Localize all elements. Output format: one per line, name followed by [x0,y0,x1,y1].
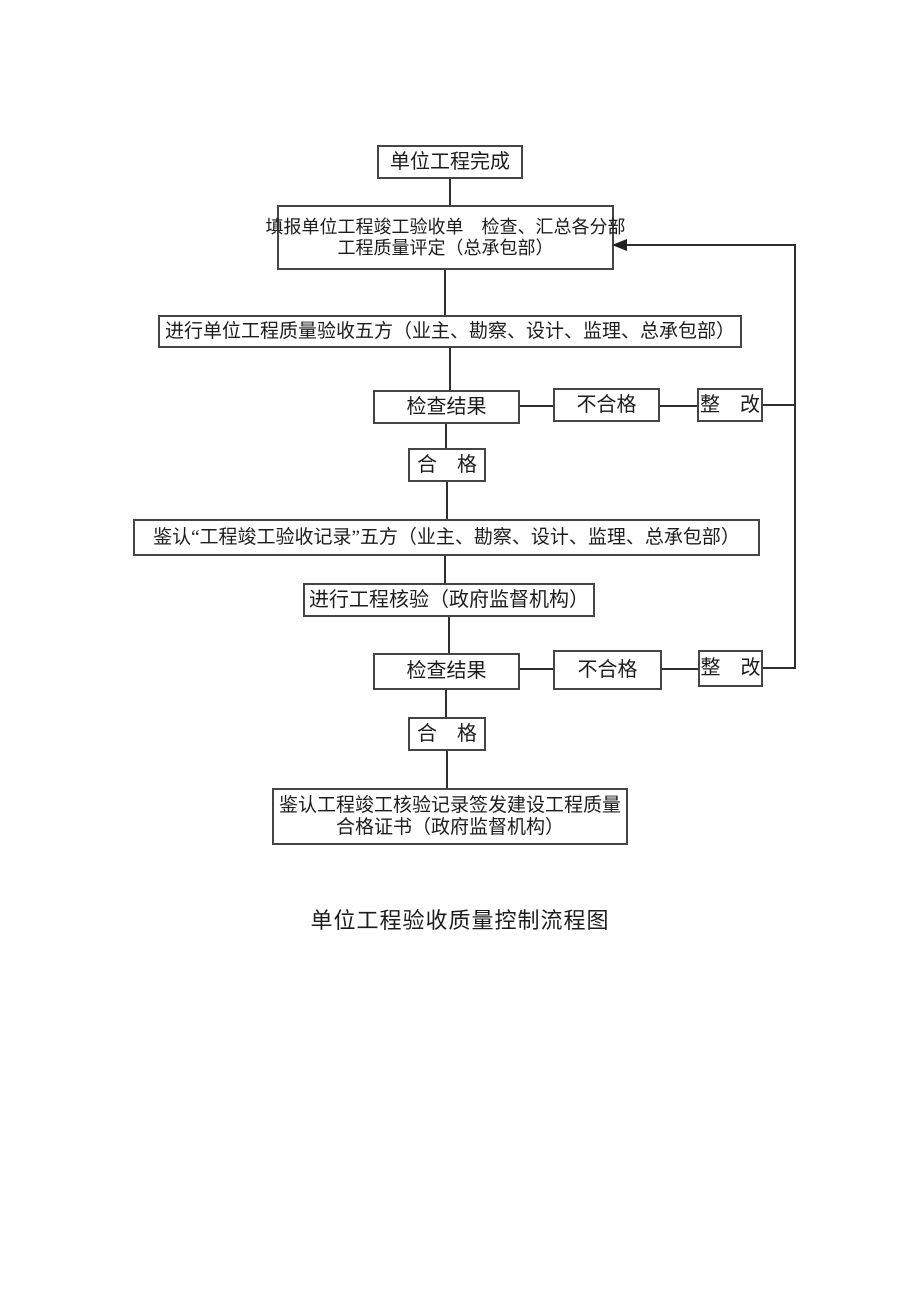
connector-fail1-to-rectify1 [660,405,697,407]
node-unit-quality-acceptance-five-parties: 进行单位工程质量验收五方（业主、勘察、设计、监理、总承包部） [158,315,742,348]
connector-verify-to-check2 [448,617,450,653]
connector-fail2-to-rectify2 [662,668,698,670]
node-sign-completion-acceptance-record: 鉴认“工程竣工验收记录”五方（业主、勘察、设计、监理、总承包部） [133,519,760,556]
connector-check2-to-pass2 [445,690,447,717]
node-fill-acceptance-form-line1: 填报单位工程竣工验收单 检查、汇总各分部 [265,216,626,237]
node-issue-quality-certificate: 鉴认工程竣工核验记录签发建设工程质量 合格证书（政府监督机构） [272,788,628,845]
connector-rectify2-to-feedback [763,667,796,669]
connector-check2-to-fail2 [520,668,553,670]
node-rectify-1: 整 改 [697,388,763,422]
node-issue-quality-certificate-line2: 合格证书（政府监督机构） [335,816,564,838]
connector-acceptance-to-check1 [449,348,451,390]
connector-check1-to-pass1 [445,424,447,448]
node-check-result-2: 检查结果 [373,653,520,690]
node-issue-quality-certificate-line1: 鉴认工程竣工核验记录签发建设工程质量 [278,794,621,816]
node-fail-1: 不合格 [553,388,660,422]
connector-pass1-to-sign [446,482,448,519]
connector-sign-to-verify [444,556,446,583]
connector-rectify1-to-feedback [763,404,796,406]
node-fill-acceptance-form: 填报单位工程竣工验收单 检查、汇总各分部 工程质量评定（总承包部） [266,205,626,270]
feedback-loop-return-line [624,244,796,246]
node-rectify-2: 整 改 [698,650,763,687]
node-fill-acceptance-form-line2: 工程质量评定（总承包部） [337,237,554,258]
node-check-result-1: 检查结果 [373,390,520,424]
connector-pass2-to-certificate [446,751,448,788]
connector-check1-to-fail1 [520,405,553,407]
connector-fill-to-acceptance [444,270,446,315]
feedback-arrowhead-icon [612,239,627,251]
node-fail-2: 不合格 [553,650,662,690]
connector-start-to-fill [449,179,451,205]
node-unit-project-complete: 单位工程完成 [377,145,523,179]
diagram-caption: 单位工程验收质量控制流程图 [310,908,610,933]
node-pass-1: 合 格 [408,448,486,482]
node-pass-2: 合 格 [408,717,486,751]
feedback-loop-vertical-line [794,244,796,669]
node-government-verification: 进行工程核验（政府监督机构） [303,583,595,617]
